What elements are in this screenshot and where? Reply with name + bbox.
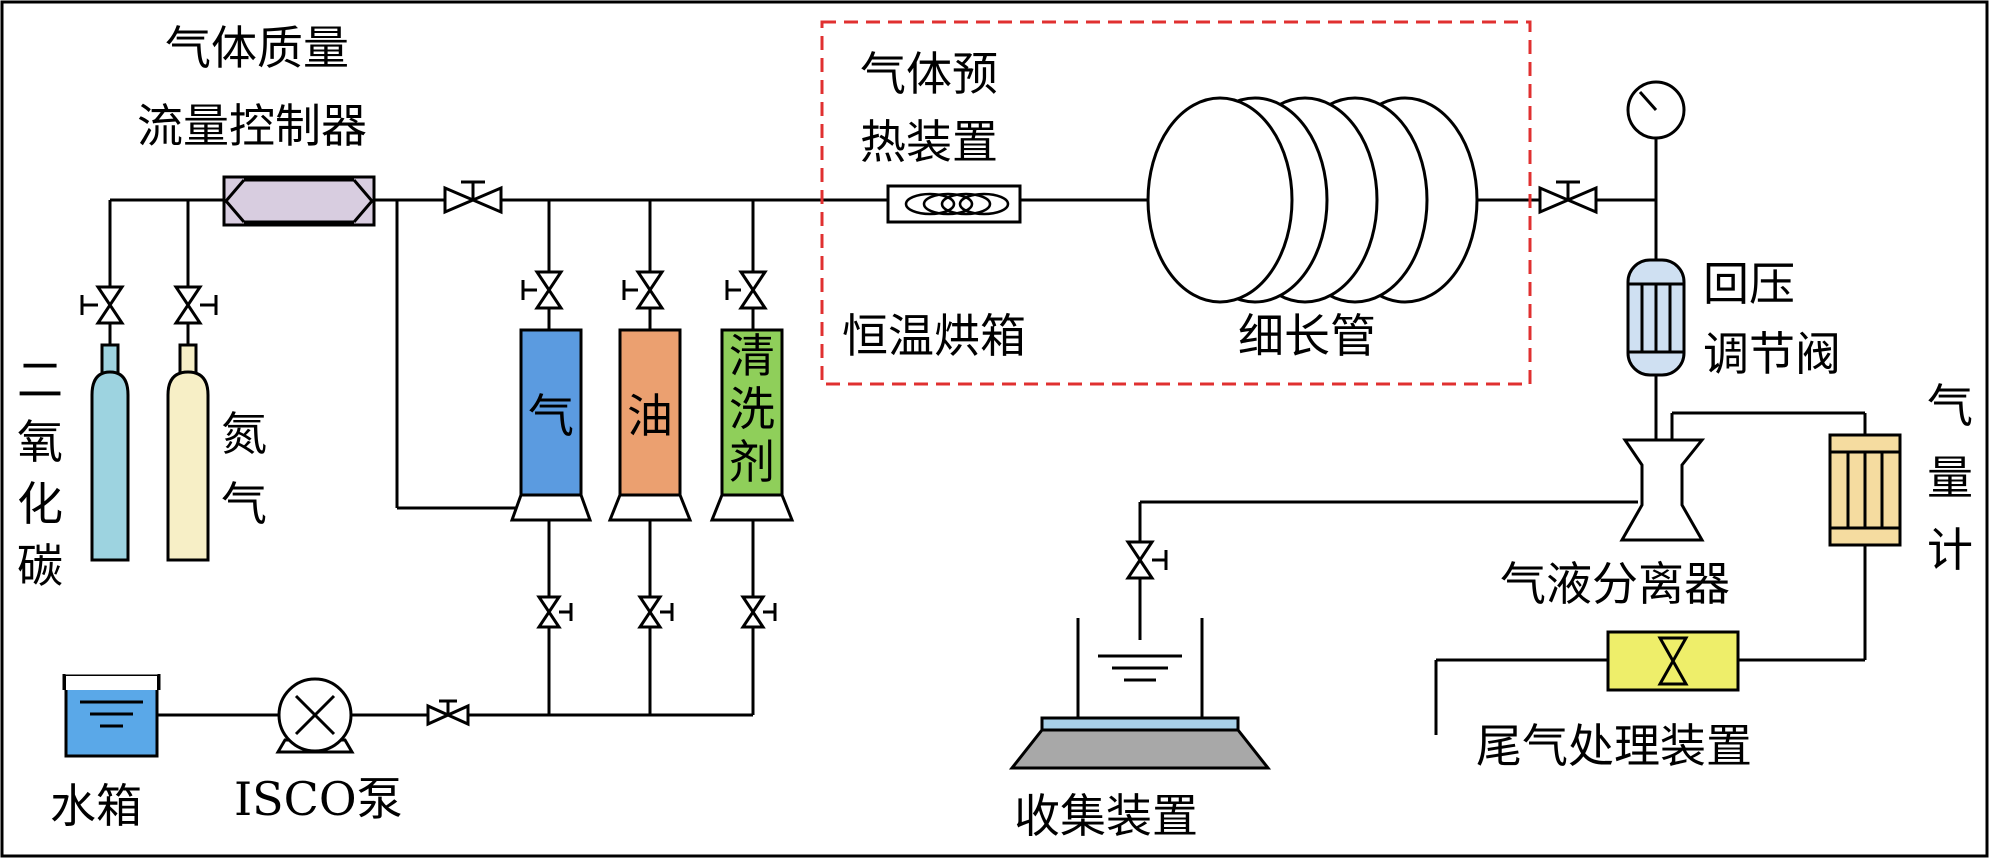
back-pressure-regulator [1626,258,1686,377]
gas-cylinder [509,328,593,522]
gas-meter-label-3: 计 [1927,523,1973,577]
oven-label: 恒温烘箱 [842,309,1026,363]
tail-gas-label: 尾气处理装置 [1476,719,1752,773]
n2-label-2: 气 [221,477,267,531]
bpr-label-1: 回压 [1703,257,1795,311]
gas-cylinder-label: 气 [528,389,574,443]
gas-preheater [886,184,1022,224]
gas-meter [1828,433,1902,547]
n2-bottle [166,343,210,562]
co2-bottle [90,343,130,562]
collector-label: 收集装置 [1014,789,1198,843]
valve-collector [1125,540,1168,580]
mass-flow-controller [222,175,376,227]
valve-cleaner-cyl-bottom [740,595,777,629]
thermostatic-oven-border [820,20,1532,386]
co2-label-1: 二 [17,353,63,407]
isco-pump [275,677,355,754]
valve-gas-cyl-top [521,270,564,310]
labels: 气体质量 流量控制器 气体预 热装置 恒温烘箱 细长管 二 氧 化 碳 氮 气 … [17,21,1973,843]
co2-label-4: 碳 [17,539,63,593]
valve-oil-cyl-top [622,270,665,310]
slim-tube-coil [1146,96,1479,304]
tail-gas-treatment [1606,630,1740,692]
valve-main [443,180,503,215]
mfc-label-1: 气体质量 [165,21,349,75]
preheater-label-2: 热装置 [860,115,998,169]
cleaner-cylinder [709,328,795,522]
pressure-gauge-icon [1626,80,1686,140]
gas-meter-label-1: 气 [1927,379,1973,433]
valve-pump [426,699,470,727]
valve-n2 [173,285,218,325]
oil-cylinder-label: 油 [627,389,673,443]
valve-co2 [80,285,125,325]
mfc-label-2: 流量控制器 [137,99,367,153]
pump-label: ISCO泵 [234,772,403,826]
gas-liquid-separator [1619,438,1706,542]
cleaner-label-1: 清 [729,329,775,383]
collection-device [1008,618,1272,770]
co2-label-3: 化 [17,477,63,531]
valve-outlet [1538,180,1598,215]
bpr-label-2: 调节阀 [1703,327,1841,381]
slim-tube-label: 细长管 [1238,309,1376,363]
valves [80,180,1598,727]
water-tank [62,674,161,758]
separator-label: 气液分离器 [1500,557,1730,611]
valve-oil-cyl-bottom [637,595,674,629]
valve-cleaner-cyl-top [725,270,768,310]
cleaner-label-2: 洗 [729,382,775,436]
cleaner-label-3: 剂 [729,435,775,489]
water-tank-label: 水箱 [50,779,142,833]
preheater-label-1: 气体预 [860,47,998,101]
gas-meter-label-2: 量 [1927,451,1973,505]
n2-label-1: 氮 [221,407,267,461]
oil-cylinder [607,328,693,522]
co2-label-2: 氧 [17,415,63,469]
valve-gas-cyl-bottom [536,595,573,629]
